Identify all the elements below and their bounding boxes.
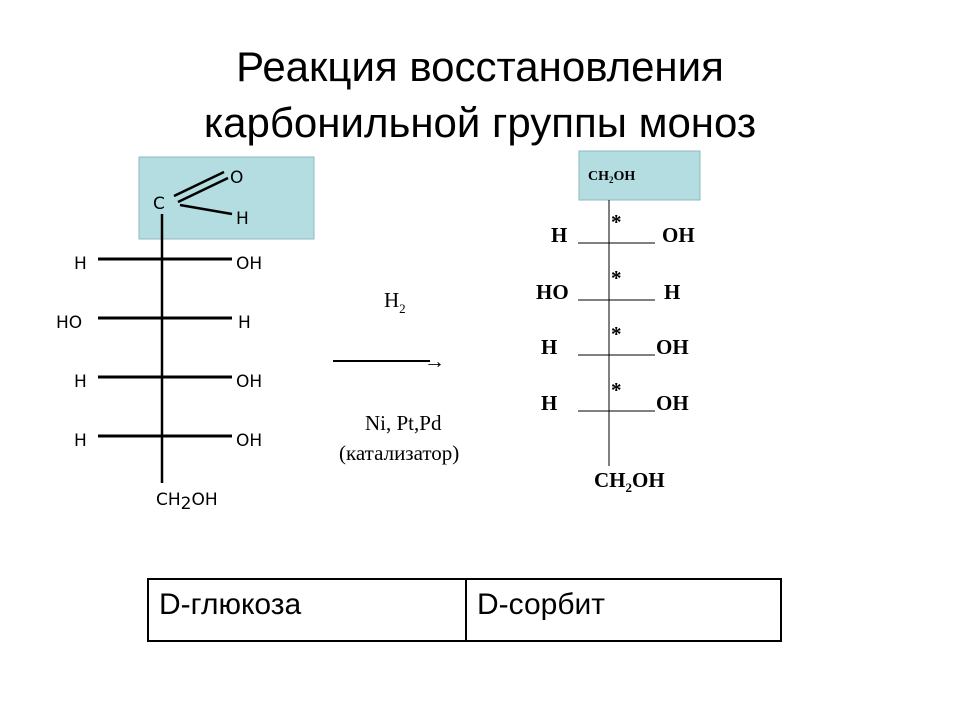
glucose-row-2-left: HO <box>56 313 82 333</box>
glucose-row-4-left: H <box>74 431 87 451</box>
glucose-aldehyde-highlight <box>138 156 315 240</box>
catalyst-line-1: Ni, Pt,Pd <box>365 411 442 435</box>
sorbitol-top-group: CH2OH <box>588 169 635 185</box>
glucose-row-3-left: H <box>74 372 87 392</box>
sorbitol-top-sub: 2 <box>609 175 614 185</box>
sorbitol-top-highlight <box>578 150 701 201</box>
catalyst-line-2: (катализатор) <box>339 441 459 465</box>
sorbitol-row-3-star: * <box>611 322 622 346</box>
sorbitol-row-1-right: OH <box>662 223 695 247</box>
sorbitol-bottom-suffix: OH <box>632 468 665 492</box>
sorbitol-row-2-right: H <box>664 280 680 304</box>
name-cell-sorbitol: D-сорбит <box>477 588 606 621</box>
compound-names-table: D-глюкоза D-сорбит <box>147 578 782 642</box>
glucose-row-1-right: OH <box>236 254 262 274</box>
glucose-bottom-sub: 2 <box>181 494 192 514</box>
sorbitol-row-4-star: * <box>611 378 622 402</box>
c-h-bond <box>179 203 233 216</box>
reagent-main: H <box>384 288 399 312</box>
sorbitol-row-4-right: OH <box>656 391 689 415</box>
glucose-row-1-left: H <box>74 254 87 274</box>
c-o-double-bond-1 <box>173 170 225 198</box>
sorbitol-bottom-prefix: CH <box>594 468 626 492</box>
sorbitol-row-1-left: H <box>551 223 567 247</box>
glucose-bottom-prefix: CH <box>156 490 181 510</box>
reagent-sub: 2 <box>399 301 406 316</box>
reaction-arrow-head: → <box>424 349 445 373</box>
aldehyde-c: C <box>153 194 165 214</box>
glucose-bottom-suffix: OH <box>191 490 217 510</box>
sorbitol-top-prefix: CH <box>588 169 609 184</box>
sorbitol-top-suffix: OH <box>614 169 636 184</box>
sorbitol-row-3-right: OH <box>656 335 689 359</box>
title-line-1: Реакция восстановления <box>236 43 724 90</box>
aldehyde-h: H <box>236 209 249 229</box>
title-line-2: карбонильной группы моноз <box>203 99 757 146</box>
sorbitol-row-2-star: * <box>611 266 622 290</box>
sorbitol-row-4-left: H <box>541 391 557 415</box>
sorbitol-bottom-sub: 2 <box>626 480 633 495</box>
sorbitol-bottom-group: CH2OH <box>594 468 665 495</box>
name-cell-glucose: D-глюкоза <box>149 580 467 640</box>
glucose-row-2-right: H <box>238 313 251 333</box>
sorbitol-row-3-left: H <box>541 335 557 359</box>
c-o-double-bond-2 <box>177 176 229 204</box>
glucose-bottom-group: CH2OH <box>156 490 218 514</box>
sorbitol-row-2-left: HO <box>536 280 569 304</box>
aldehyde-o: O <box>230 168 243 188</box>
reagent-h2: H2 <box>384 288 406 316</box>
glucose-row-4-right: OH <box>236 431 262 451</box>
sorbitol-row-1-star: * <box>611 210 622 234</box>
glucose-row-3-right: OH <box>236 372 262 392</box>
